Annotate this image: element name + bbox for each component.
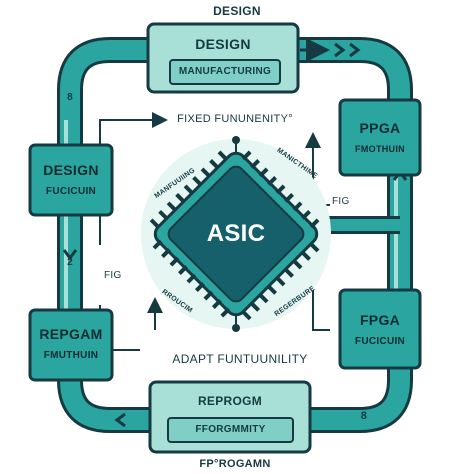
box-right-lower-line1: FPGA (359, 312, 401, 328)
top-title: DESIGN (213, 4, 261, 18)
box-bottom-line2: FFORGMMITY (195, 424, 266, 435)
box-top-line2: MANUFACTURING (178, 66, 272, 77)
box-right-lower-line2: FUCICUIN (354, 336, 406, 347)
box-left-lower-line1: REPGAM (39, 326, 103, 342)
step-number-left-top: 8 (67, 92, 73, 103)
fixed-label: FIXED FUNUNENITY° (177, 113, 293, 125)
box-left-upper-line2: FUCICUIN (45, 186, 97, 197)
box-right-upper-line2: FMOTHUIN (355, 144, 405, 154)
box-right-upper-line1: PPGA (359, 120, 401, 136)
bottom-title: FP°ROGAMN (199, 458, 271, 470)
side-tag-right: FIG (332, 196, 350, 207)
box-bottom-line1: REPROGM (197, 394, 263, 408)
adapt-label: ADAPT FUNTUUNILITY (172, 352, 308, 366)
box-right-upper (338, 98, 422, 177)
center-chip-label: ASIC (206, 220, 266, 247)
box-left-upper-line1: DESIGN (43, 162, 99, 178)
box-right-lower (338, 288, 422, 370)
box-left-lower (28, 308, 114, 382)
step-number-left-bottom: 2 (67, 257, 73, 268)
box-top (146, 22, 300, 94)
side-tag-left: FIG (104, 270, 122, 281)
asic-chip (141, 136, 331, 332)
step-number-right-bottom: 8 (360, 410, 368, 422)
box-top-line1: DESIGN (195, 36, 251, 52)
box-left-lower-line2: FMUTHUIN (43, 350, 99, 361)
box-left-upper (28, 143, 114, 217)
box-bottom (148, 380, 312, 454)
